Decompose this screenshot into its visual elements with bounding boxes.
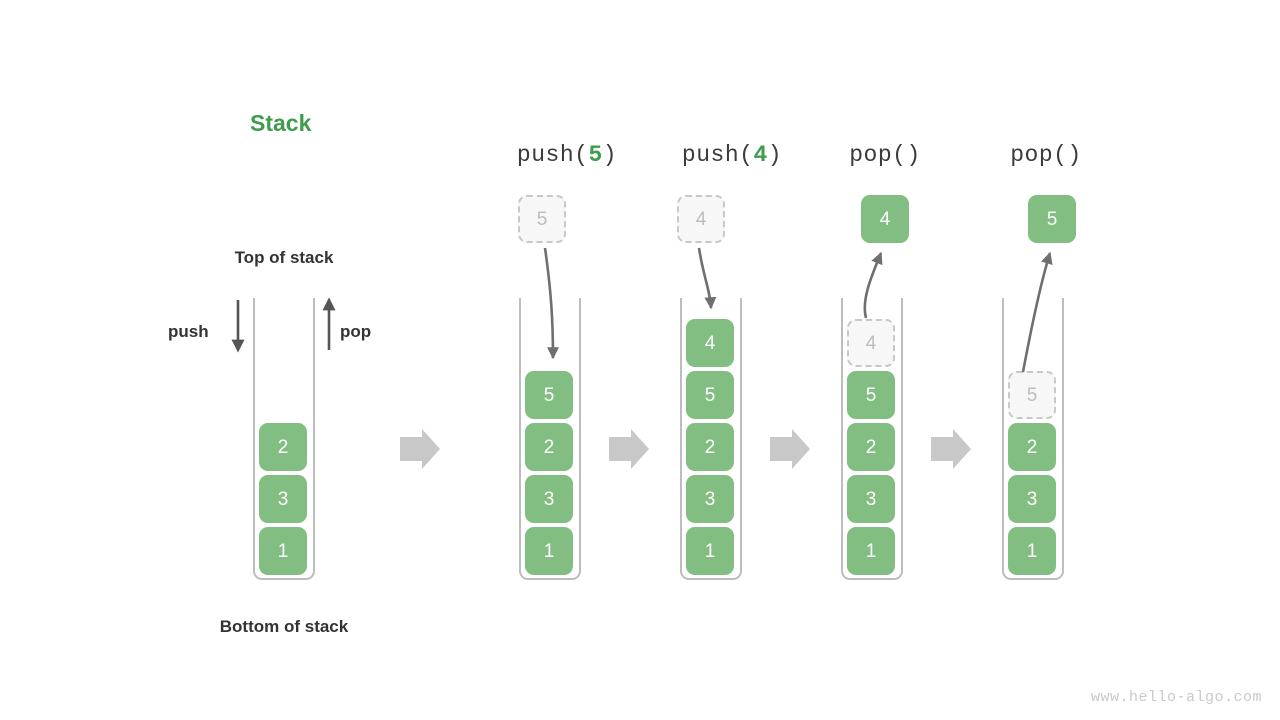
stack-cell: 3 — [259, 475, 307, 523]
stack-cell: 3 — [686, 475, 734, 523]
op-header-push-4: push(4) — [682, 142, 782, 168]
label-push: push — [168, 322, 209, 341]
stack-cell: 1 — [525, 527, 573, 575]
label-bottom-of-stack: Bottom of stack — [219, 617, 349, 636]
floating-cell-pop-1: 4 — [861, 195, 909, 243]
stack-cell: 1 — [686, 527, 734, 575]
stack-cell: 2 — [847, 423, 895, 471]
stack-cell: 1 — [259, 527, 307, 575]
stack-container-push-5 — [519, 298, 581, 580]
op-close-paren: ) — [602, 142, 618, 168]
stack-cell: 2 — [259, 423, 307, 471]
flow-arrow-icon — [770, 429, 810, 469]
stack-cell: 4 — [847, 319, 895, 367]
stack-container-initial — [253, 298, 315, 580]
op-close-paren: ) — [906, 142, 921, 168]
stack-cell: 4 — [686, 319, 734, 367]
stack-container-pop-1 — [841, 298, 903, 580]
stack-cell: 2 — [1008, 423, 1056, 471]
floating-cell-push-4: 4 — [677, 195, 725, 243]
stack-container-pop-2 — [1002, 298, 1064, 580]
stack-cell: 1 — [1008, 527, 1056, 575]
floating-cell-pop-2: 5 — [1028, 195, 1076, 243]
watermark: www.hello-algo.com — [1090, 689, 1262, 706]
op-name: pop( — [1010, 142, 1068, 168]
stack-cell: 5 — [847, 371, 895, 419]
op-close-paren: ) — [767, 142, 783, 168]
stack-cell: 5 — [686, 371, 734, 419]
op-arg: 4 — [753, 142, 768, 168]
stack-cell: 2 — [525, 423, 573, 471]
flow-arrow-icon — [400, 429, 440, 469]
stack-cell: 3 — [847, 475, 895, 523]
stack-container-push-4 — [680, 298, 742, 580]
flow-arrow-icon — [931, 429, 971, 469]
page-title: Stack — [250, 110, 312, 136]
stack-cell: 3 — [525, 475, 573, 523]
op-header-pop-1: pop() — [849, 142, 921, 168]
floating-cell-push-5: 5 — [518, 195, 566, 243]
stack-cell: 3 — [1008, 475, 1056, 523]
stack-cell: 5 — [525, 371, 573, 419]
op-close-paren: ) — [1067, 142, 1082, 168]
label-pop: pop — [340, 322, 372, 341]
op-header-pop-2: pop() — [1010, 142, 1082, 168]
stack-cell: 2 — [686, 423, 734, 471]
op-arg: 5 — [588, 142, 603, 168]
op-name: pop( — [849, 142, 907, 168]
op-name: push( — [681, 142, 754, 168]
op-name: push( — [516, 142, 589, 168]
op-header-push-5: push(5) — [517, 142, 617, 168]
stack-cell: 5 — [1008, 371, 1056, 419]
label-top-of-stack: Top of stack — [234, 248, 334, 267]
stack-cell: 1 — [847, 527, 895, 575]
flow-arrow-icon — [609, 429, 649, 469]
